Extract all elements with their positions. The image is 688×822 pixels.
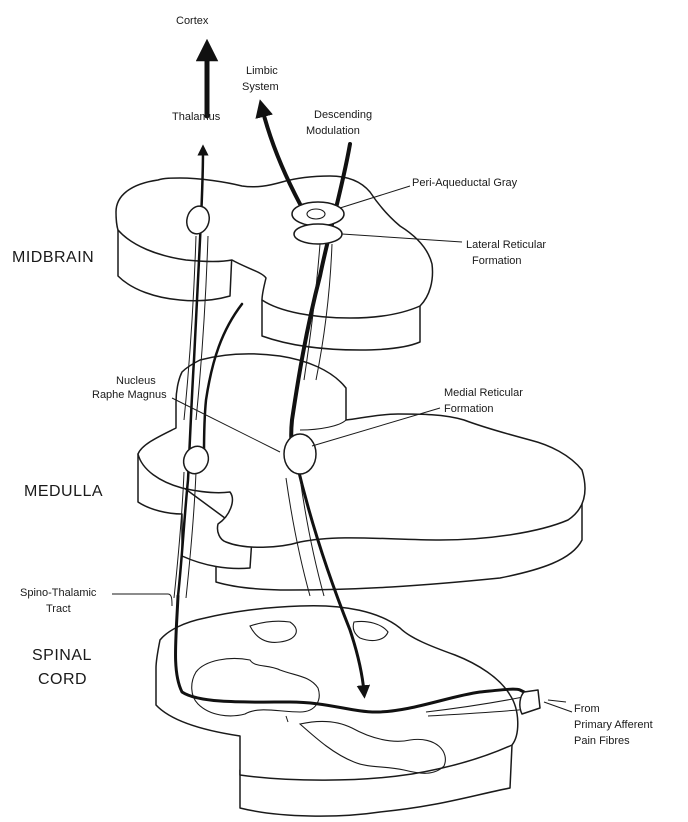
medial-reticular-label-line1: Medial Reticular: [444, 387, 523, 399]
medial-reticular-label-line2: Formation: [444, 403, 494, 415]
afferent-label-line2: Primary Afferent: [574, 719, 653, 731]
nucleus-label-line1: Nucleus: [116, 375, 156, 387]
spino-thalamic-label-line1: Spino-Thalamic: [20, 587, 97, 599]
afferent-label-line3: Pain Fibres: [574, 735, 630, 747]
descending-label-line2: Modulation: [306, 125, 360, 137]
midbrain-block: [116, 176, 433, 350]
descending-label-line1: Descending: [314, 109, 372, 121]
nucleus-label-line2: Raphe Magnus: [92, 389, 167, 401]
spinal-cord-block: [156, 606, 518, 816]
afferent-label-line1: From: [574, 703, 600, 715]
spinal-label-line1: SPINAL: [32, 647, 92, 664]
medulla-label: MEDULLA: [24, 483, 103, 500]
spinal-label-line2: CORD: [38, 671, 87, 688]
midbrain-label: MIDBRAIN: [12, 249, 94, 266]
peri-aqueductal-label: Peri-Aqueductal Gray: [412, 177, 518, 189]
cortex-label: Cortex: [176, 15, 209, 27]
lateral-reticular-label-line2: Formation: [472, 255, 522, 267]
limbic-label-line1: Limbic: [246, 65, 278, 77]
spino-thalamic-label-line2: Tract: [46, 603, 71, 615]
lateral-reticular-label-line1: Lateral Reticular: [466, 239, 546, 251]
limbic-label-line2: System: [242, 81, 279, 93]
thalamus-label: Thalamus: [172, 111, 221, 123]
